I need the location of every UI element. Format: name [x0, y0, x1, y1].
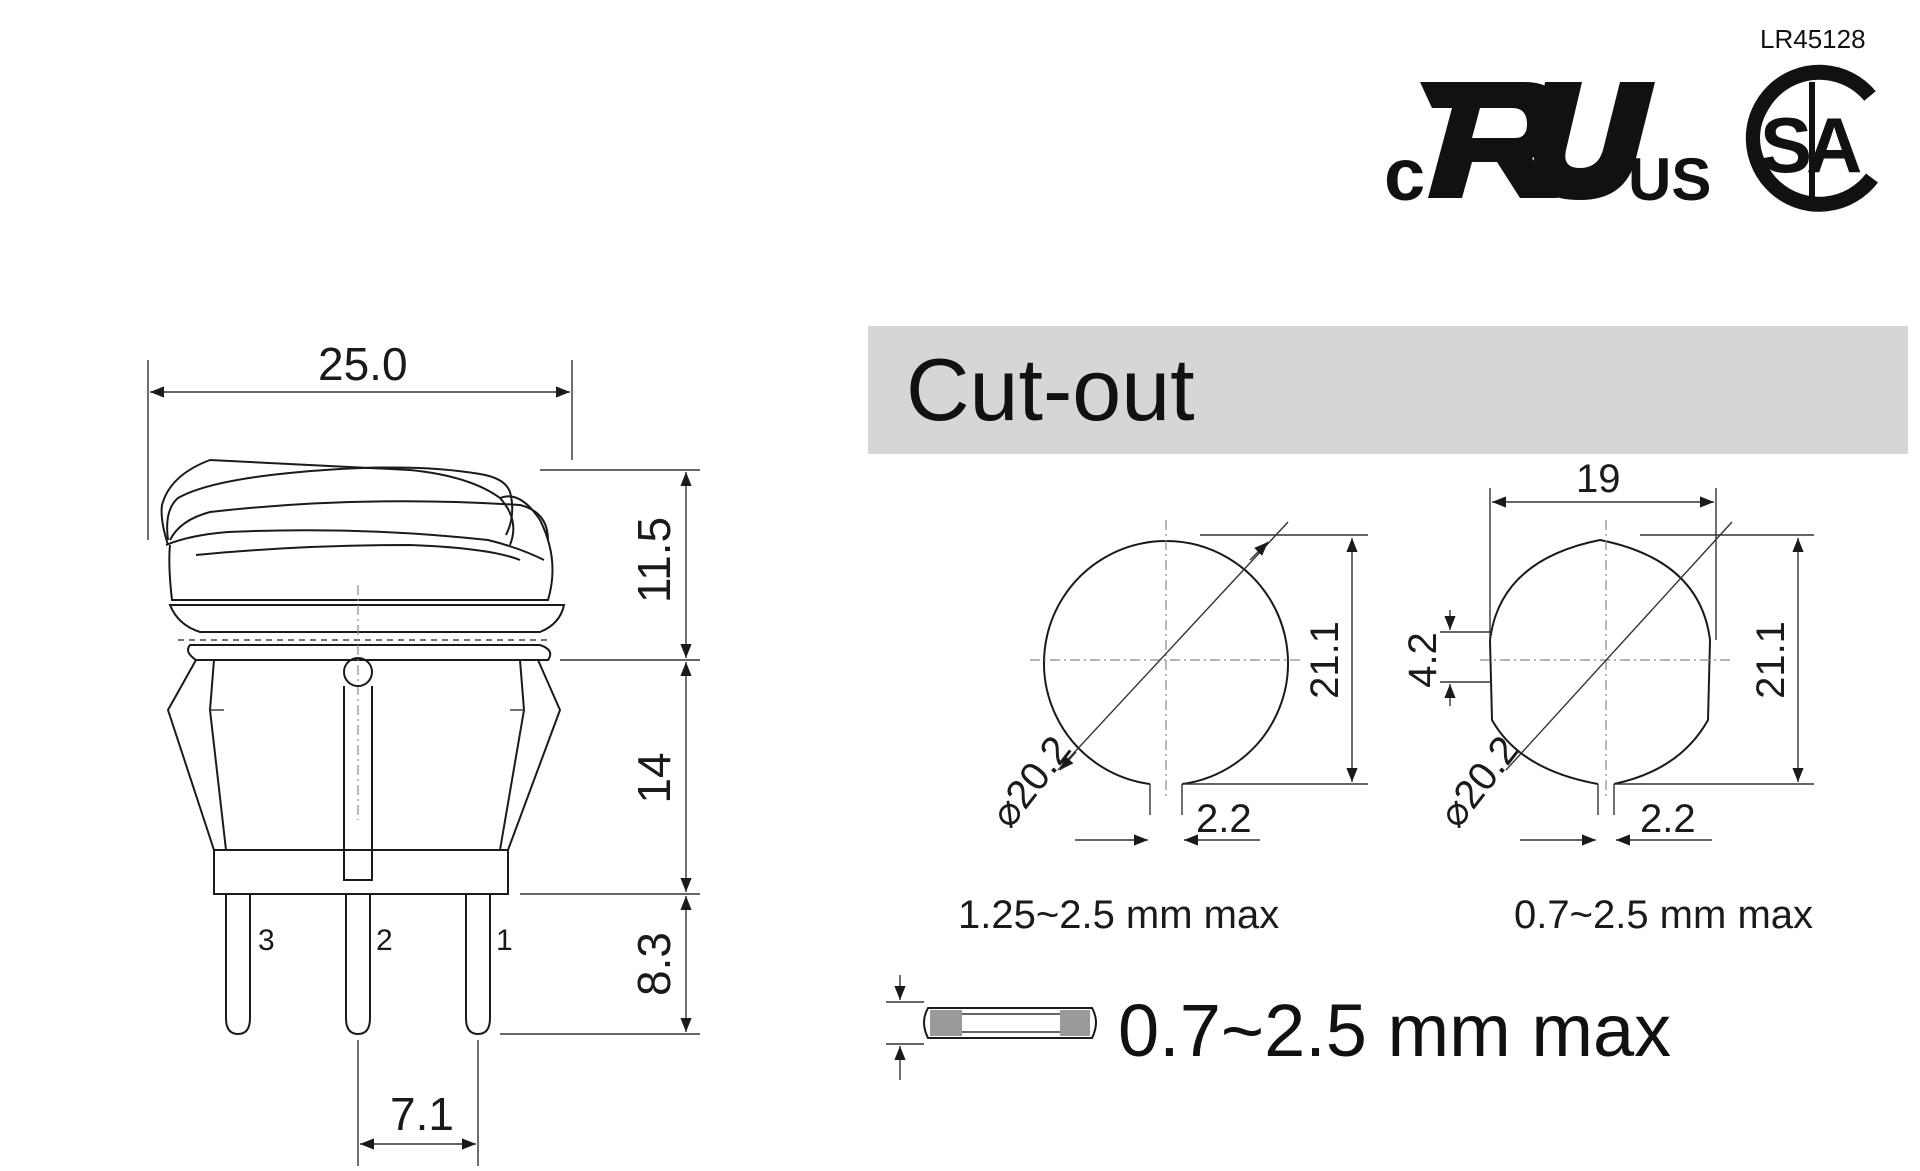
dim-cap-height: 11.5	[628, 517, 680, 603]
dim-width: 25.0	[318, 338, 408, 390]
flat-diameter: ⌀20.2	[1430, 728, 1527, 835]
flat-key-offset: 4.2	[1401, 632, 1445, 688]
file-number: LR45128	[1760, 24, 1866, 54]
flat-panel-thickness: 0.7~2.5 mm max	[1514, 893, 1813, 937]
cutout-header: Cut-out	[868, 326, 1908, 454]
side-view: 25.0 3 2 1	[147, 338, 700, 1166]
pin-label-1: 1	[496, 924, 513, 957]
gasket-section: 0.7~2.5 mm max	[886, 975, 1671, 1080]
pins: 3 2 1	[225, 894, 513, 1036]
round-diameter: ⌀20.2	[982, 728, 1079, 835]
certification-marks: LR45128 c US SA	[1384, 24, 1878, 216]
flat-notch: 2.2	[1640, 797, 1696, 841]
flat-height: 21.1	[1749, 621, 1793, 699]
round-cutout: ⌀20.2 21.1 2.2 1.25~2.5 mm max	[958, 520, 1368, 937]
round-notch: 2.2	[1196, 797, 1252, 841]
flat-cutout: 19 ⌀20.2 21.1 4.2 2.2 0.7~2.5 mm max	[1401, 457, 1814, 937]
ul-suffix: US	[1628, 146, 1711, 213]
gasket-thickness: 0.7~2.5 mm max	[1118, 989, 1671, 1072]
pin-label-3: 3	[258, 924, 275, 957]
dim-pin-pitch: 7.1	[390, 1088, 454, 1140]
round-height: 21.1	[1303, 621, 1347, 699]
ul-recognized-icon: c US	[1384, 82, 1711, 216]
ul-prefix: c	[1384, 133, 1425, 216]
dim-pin-length: 8.3	[628, 932, 680, 996]
dim-body-height: 14	[628, 752, 680, 803]
csa-icon: SA	[1745, 64, 1878, 212]
flat-width: 19	[1576, 457, 1621, 501]
pin-label-2: 2	[376, 924, 393, 957]
cutout-title: Cut-out	[906, 340, 1195, 439]
round-panel-thickness: 1.25~2.5 mm max	[958, 893, 1279, 937]
